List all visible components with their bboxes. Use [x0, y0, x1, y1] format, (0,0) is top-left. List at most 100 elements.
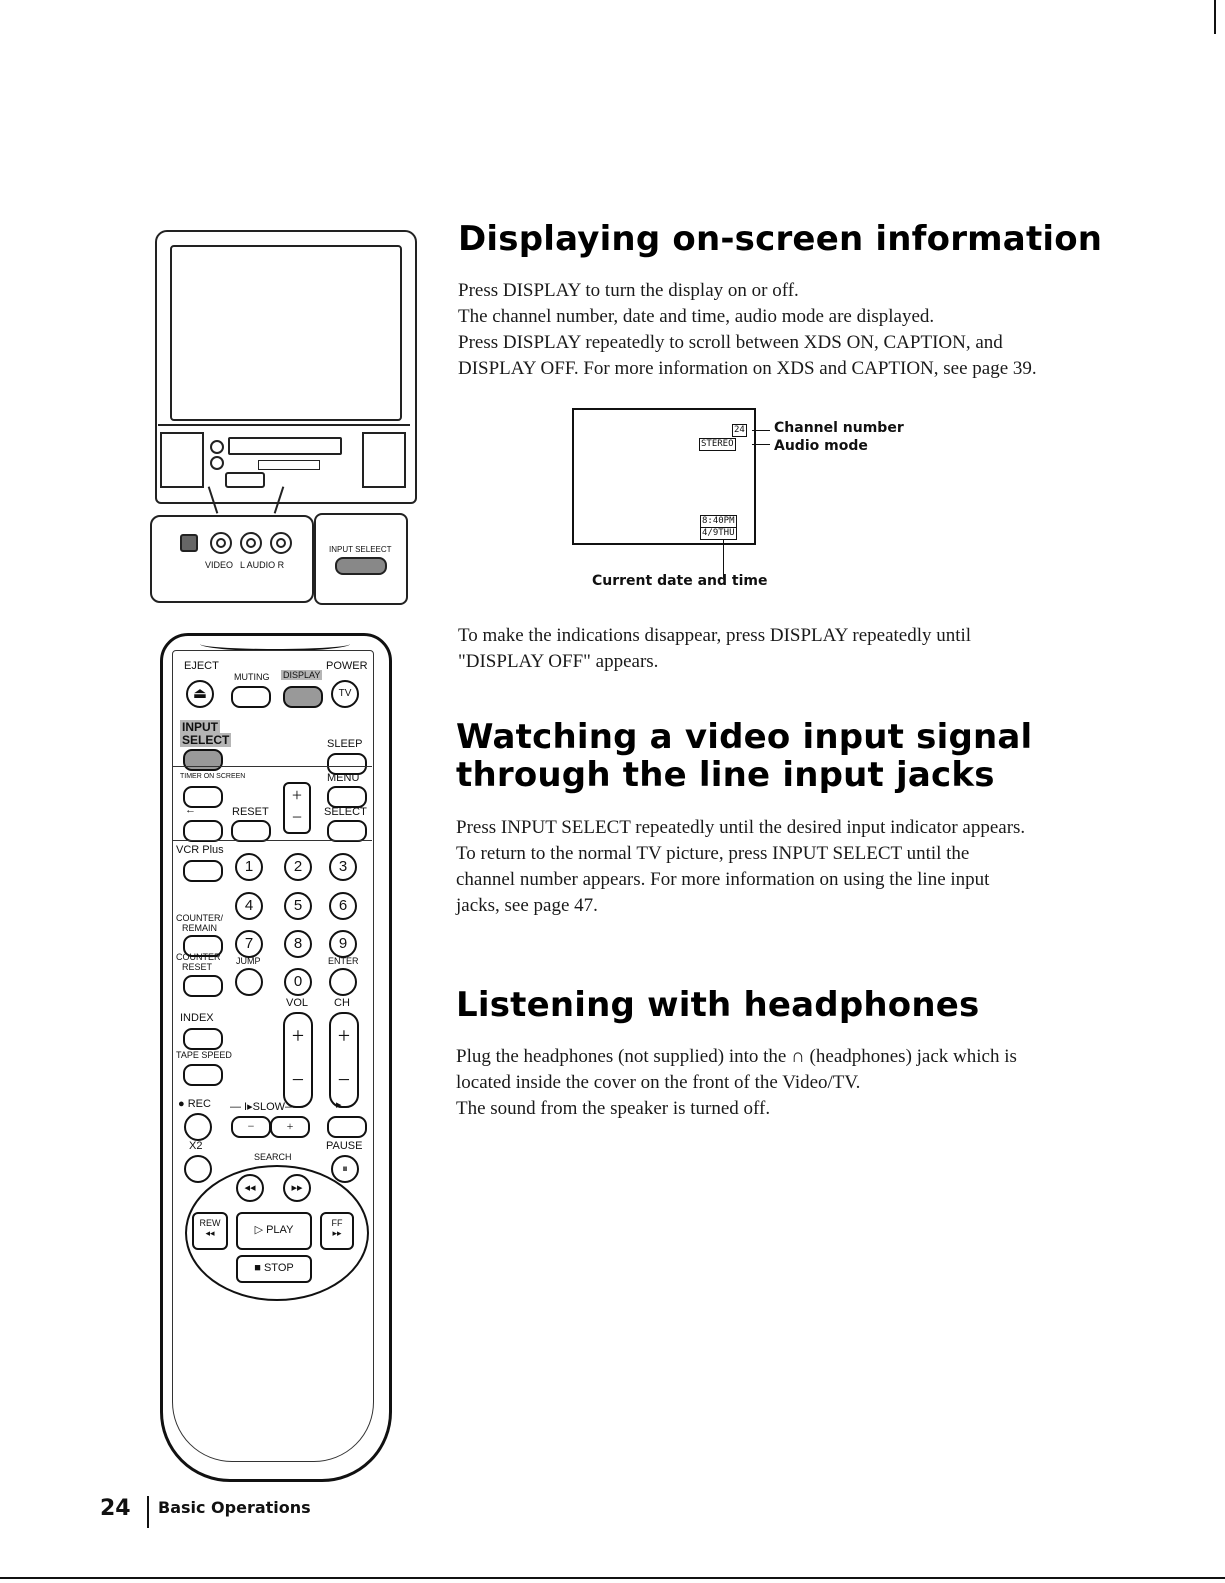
display-after-line-2: "DISPLAY OFF" appears.: [458, 651, 659, 672]
input-select-label-1: INPUT: [180, 720, 220, 734]
rec-button[interactable]: [184, 1113, 212, 1141]
display-heading: Displaying on-screen information: [458, 219, 1103, 259]
tv-screen: [170, 245, 402, 421]
digit-4-button[interactable]: 4: [235, 892, 263, 920]
menu-label: MENU: [327, 772, 360, 784]
tv-speaker-right: [362, 432, 406, 488]
footer-section-name: Basic Operations: [158, 1498, 311, 1517]
display-line-2: The channel number, date and time, audio…: [458, 306, 935, 327]
channel-rocker[interactable]: +−: [329, 1012, 359, 1108]
digit-6-button[interactable]: 6: [329, 892, 357, 920]
display-button[interactable]: [283, 686, 323, 708]
ch-label: CH: [334, 997, 350, 1009]
video-input-line-1: Press INPUT SELECT repeatedly until the …: [456, 817, 1026, 838]
counter-remain-label: COUNTER/: [176, 913, 223, 923]
transport-ring: [185, 1165, 369, 1301]
tv-front-panel: [158, 424, 410, 488]
digit-9-button[interactable]: 9: [329, 930, 357, 958]
audio-r-jack-icon: [270, 532, 292, 554]
eject-button[interactable]: ⏏: [186, 680, 214, 708]
select-rocker[interactable]: +−: [283, 782, 311, 834]
stop-label: ■ STOP: [254, 1262, 294, 1274]
datetime-callout: Current date and time: [592, 573, 768, 589]
display-after-line-1: To make the indications disappear, press…: [458, 625, 972, 646]
slow-plus-button[interactable]: +: [270, 1116, 310, 1138]
eject-label: EJECT: [184, 660, 219, 672]
divider: [172, 766, 372, 767]
headphones-paragraphs: Plug the headphones (not supplied) into …: [456, 1044, 1146, 1122]
pause-label: PAUSE: [326, 1140, 363, 1152]
enter-label: ENTER: [328, 956, 359, 966]
menu-button[interactable]: [327, 786, 367, 808]
select-label: SELECT: [324, 806, 367, 818]
sleep-label: SLEEP: [327, 738, 363, 750]
crop-mark: [1214, 0, 1216, 34]
muting-button[interactable]: [231, 686, 271, 708]
counter-reset-button[interactable]: [183, 975, 223, 997]
datetime-leader-line: [723, 540, 724, 578]
counter-remain-button[interactable]: [183, 935, 223, 957]
enter-button[interactable]: [329, 968, 357, 996]
vcrplus-button[interactable]: [183, 860, 223, 882]
stop-button[interactable]: ■ STOP: [236, 1255, 312, 1283]
divider: [172, 840, 372, 841]
counter-remain-label-2: REMAIN: [182, 923, 218, 933]
tv-cassette-slot: [228, 437, 342, 455]
rew-label: REW: [199, 1218, 221, 1228]
digit-3-button[interactable]: 3: [329, 853, 357, 881]
back-arrow-icon: ←: [185, 804, 196, 816]
audio-leader-line: [752, 444, 770, 445]
remote-panel: [172, 650, 374, 1462]
select-button[interactable]: [327, 820, 367, 842]
jump-label: JUMP: [236, 956, 261, 966]
sleep-button[interactable]: [327, 753, 367, 775]
headphones-line-1: Plug the headphones (not supplied) into …: [456, 1046, 1017, 1067]
ff-button[interactable]: FF ▸▸: [320, 1212, 354, 1250]
digit-1-button[interactable]: 1: [235, 853, 263, 881]
ff-icon: ▸▸: [332, 1228, 342, 1238]
display-label: DISPLAY: [281, 670, 323, 680]
play-label: ▷ PLAY: [238, 1223, 310, 1236]
search-rewind-button[interactable]: ◂◂: [236, 1174, 264, 1202]
volume-rocker[interactable]: +−: [283, 1012, 313, 1108]
video-input-line-4: jacks, see page 47.: [456, 895, 598, 916]
video-jack-label: VIDEO: [205, 560, 234, 570]
digit-8-button[interactable]: 8: [284, 930, 312, 958]
counter-reset-label: COUNTER: [176, 952, 221, 962]
digit-7-button[interactable]: 7: [235, 930, 263, 958]
back-button[interactable]: [183, 820, 223, 842]
input-select-button[interactable]: [335, 557, 387, 575]
reset-button[interactable]: [231, 820, 271, 842]
display-line-3: Press DISPLAY repeatedly to scroll betwe…: [458, 332, 1003, 353]
index-button[interactable]: [183, 1028, 223, 1050]
search-label: SEARCH: [254, 1152, 292, 1162]
channel-leader-line: [752, 430, 770, 431]
digit-0-button[interactable]: 0: [284, 968, 312, 996]
remote-input-select-button[interactable]: [183, 749, 223, 771]
counter-reset-label-2: RESET: [182, 962, 213, 972]
digit-5-button[interactable]: 5: [284, 892, 312, 920]
pause-button[interactable]: ⏸: [331, 1155, 359, 1183]
headphones-heading: Listening with headphones: [456, 985, 980, 1025]
frame-advance-button[interactable]: [327, 1116, 367, 1138]
frame-advance-icon: ▸: [336, 1099, 342, 1111]
tape-speed-button[interactable]: [183, 1064, 223, 1086]
rew-button[interactable]: REW ◂◂: [192, 1212, 228, 1250]
play-button[interactable]: ▷ PLAY: [236, 1212, 312, 1250]
video-jack-icon: [210, 532, 232, 554]
video-input-heading-1: Watching a video input signal: [456, 717, 1033, 757]
search-forward-button[interactable]: ▸▸: [283, 1174, 311, 1202]
jump-button[interactable]: [235, 968, 263, 996]
audio-callout: Audio mode: [774, 438, 868, 454]
x2-button[interactable]: [184, 1155, 212, 1183]
digit-2-button[interactable]: 2: [284, 853, 312, 881]
osd-channel-indicator: 24: [732, 424, 747, 437]
audio-l-jack-icon: [240, 532, 262, 554]
video-input-heading-2: through the line input jacks: [456, 755, 995, 795]
timer-button[interactable]: [183, 786, 223, 808]
tv-body: [155, 230, 417, 504]
display-after-paragraphs: To make the indications disappear, press…: [458, 623, 1138, 675]
tv-power-button[interactable]: TV: [331, 680, 359, 708]
slow-minus-button[interactable]: −: [231, 1116, 271, 1138]
ff-label: FF: [331, 1218, 343, 1228]
